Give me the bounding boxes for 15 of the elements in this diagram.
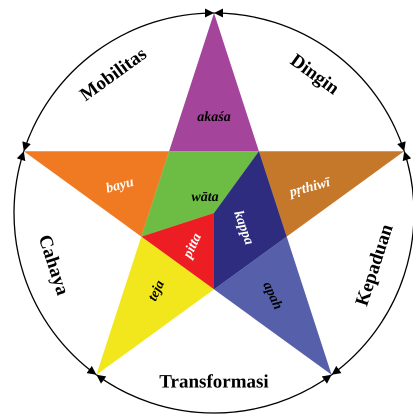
arc-arrow bbox=[331, 151, 413, 376]
arc-arrow bbox=[22, 9, 214, 152]
arc-arrow bbox=[96, 374, 332, 414]
edge-label: Cahaya bbox=[34, 232, 73, 298]
element-label: kappa bbox=[230, 208, 256, 247]
edge-label: Transformasi bbox=[159, 371, 269, 392]
element-label: teja bbox=[146, 278, 168, 304]
arc-arrow bbox=[14, 151, 97, 376]
element-label: akaśa bbox=[197, 110, 231, 126]
element-label: wāta bbox=[191, 190, 219, 206]
arc-arrow bbox=[214, 9, 406, 152]
element-label: bayu bbox=[104, 174, 136, 197]
element-label: pṛthiwī bbox=[288, 175, 332, 200]
element-label: pitta bbox=[180, 231, 205, 261]
element-label: apah bbox=[259, 280, 286, 312]
